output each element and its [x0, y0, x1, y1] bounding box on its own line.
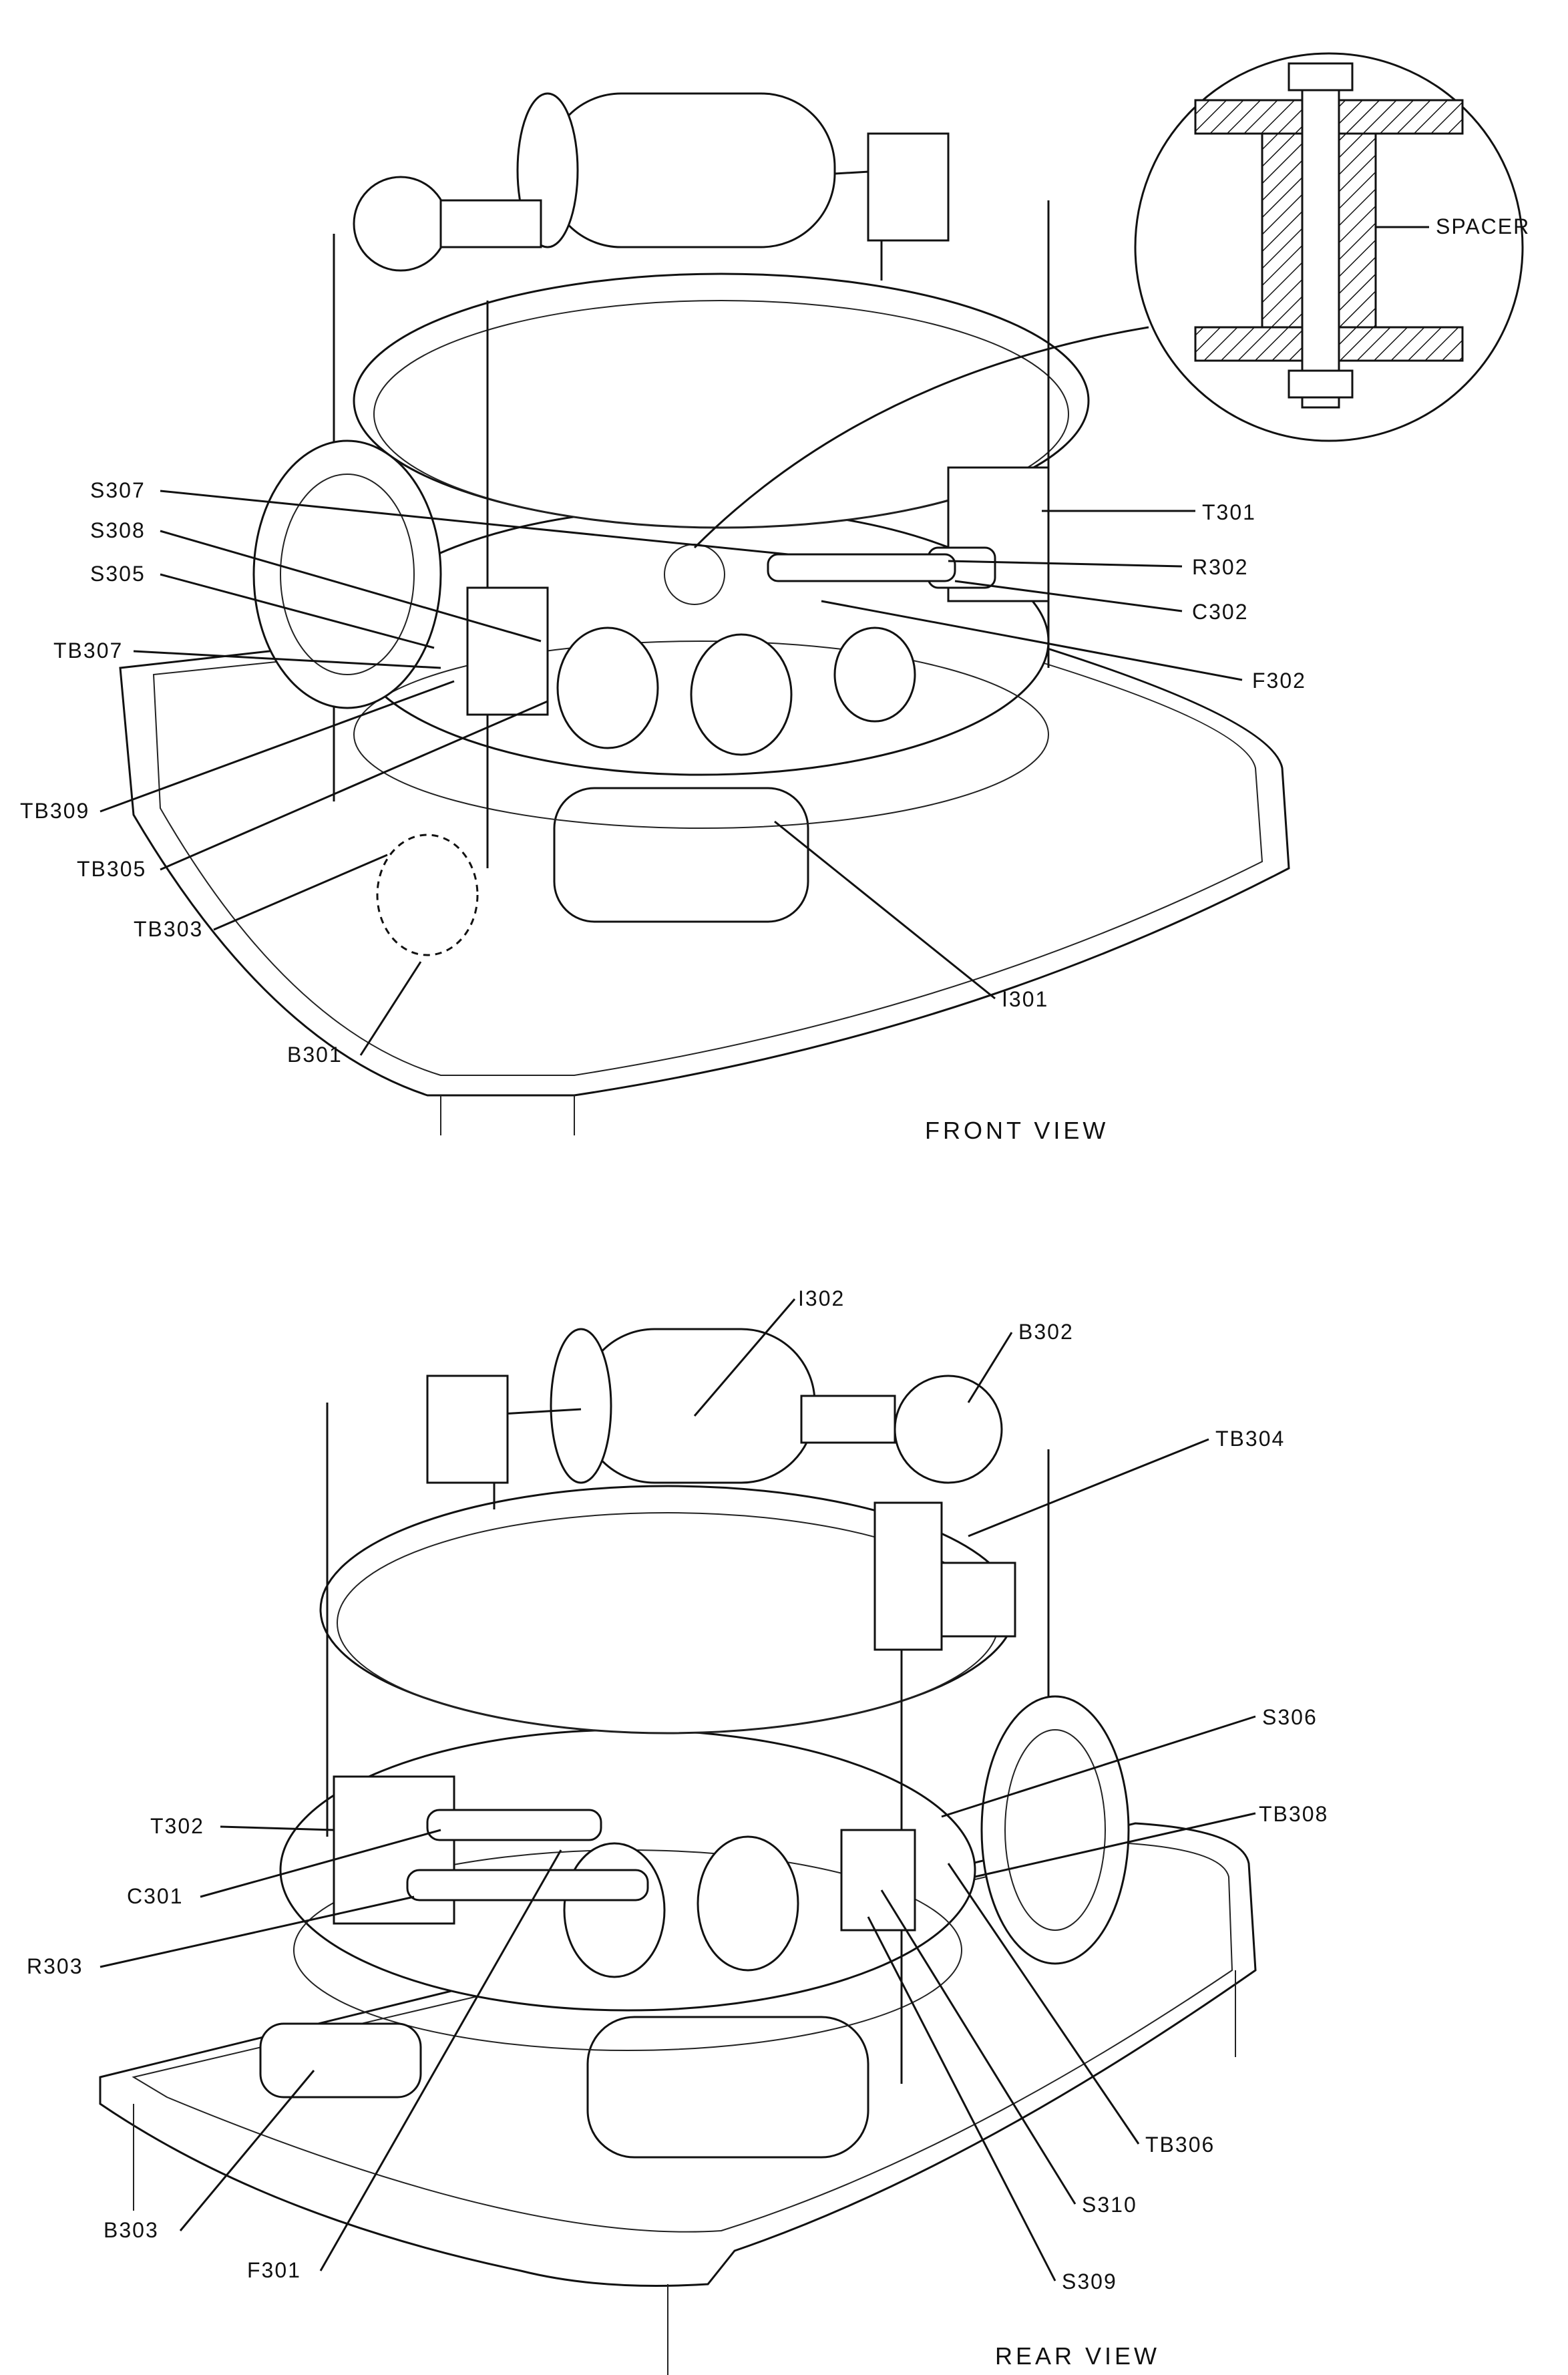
callout-label: TB308	[1259, 1802, 1328, 1826]
leader-line	[359, 961, 422, 1056]
callout-label: I301	[1002, 987, 1048, 1011]
callout-tb305: TB305	[77, 700, 548, 881]
leader-line	[948, 560, 1183, 568]
leader-line	[160, 573, 435, 649]
leader-line	[693, 1298, 796, 1417]
callout-label: S308	[90, 518, 146, 542]
rear-callouts-left: T302 C301 R303 B303 F301	[27, 1814, 562, 2282]
callout-label: C301	[127, 1884, 184, 1908]
spacer-detail-inset: SPACER	[664, 52, 1530, 605]
callout-b303: B303	[104, 2070, 315, 2242]
leader-line	[821, 600, 1243, 681]
callout-tb307: TB307	[53, 638, 441, 669]
callout-tb309: TB309	[20, 680, 455, 823]
rear-callouts-top: I302 B302 TB304	[693, 1286, 1285, 1537]
callout-s310: S310	[880, 1889, 1137, 2217]
leader-line	[947, 1863, 1140, 2145]
front-callouts-left: S307 S308 S305 TB307 TB309 TB305 TB303 B…	[20, 478, 789, 1067]
leader-line	[100, 680, 455, 813]
front-view-caption: FRONT VIEW	[925, 1117, 1109, 1144]
callout-label: B303	[104, 2218, 159, 2242]
callout-label: R303	[27, 1954, 83, 1978]
callout-tb306: TB306	[947, 1863, 1215, 2157]
callout-s309: S309	[867, 1916, 1117, 2294]
callout-label: B301	[287, 1043, 343, 1067]
rear-callouts-right: S306 TB308 TB306 S310 S309	[867, 1705, 1328, 2294]
leader-line	[319, 1849, 562, 2271]
leader-line	[100, 1895, 415, 1968]
callout-b302: B302	[967, 1320, 1074, 1403]
callout-label: S309	[1062, 2269, 1117, 2294]
callout-label: TB305	[77, 857, 146, 881]
callout-label: S306	[1262, 1705, 1318, 1729]
callout-f302: F302	[821, 600, 1306, 693]
leader-line	[160, 490, 789, 556]
leader-line	[160, 530, 542, 643]
callout-s306: S306	[941, 1705, 1318, 1818]
callout-label: TB303	[134, 917, 203, 941]
callout-b301: B301	[287, 961, 422, 1067]
leader-line	[213, 854, 388, 931]
callout-i302: I302	[693, 1286, 845, 1417]
leader-line	[954, 580, 1183, 612]
leader-line	[220, 1825, 335, 1831]
callout-i301: I301	[774, 820, 1048, 1011]
callout-s305: S305	[90, 562, 435, 649]
callout-label: TB304	[1215, 1427, 1285, 1451]
leader-line	[880, 1889, 1076, 2205]
callout-tb303: TB303	[134, 854, 388, 941]
leader-line	[968, 1438, 1209, 1537]
callout-tb308: TB308	[974, 1802, 1328, 1878]
callout-label: R302	[1192, 555, 1249, 579]
leader-line	[941, 1715, 1256, 1818]
leader-line	[200, 1829, 441, 1898]
callout-label: S305	[90, 562, 146, 586]
callout-r302: R302	[948, 555, 1249, 579]
callout-s307: S307	[90, 478, 789, 556]
callout-label: B302	[1018, 1320, 1074, 1344]
leader-line	[133, 650, 441, 669]
callout-label: TB309	[20, 799, 89, 823]
callout-label: F302	[1252, 669, 1306, 693]
callout-label: C302	[1192, 600, 1249, 624]
callout-c301: C301	[127, 1829, 441, 1908]
callout-tb304: TB304	[968, 1427, 1285, 1537]
rear-view-assembly	[99, 1328, 1257, 2375]
callout-label: S307	[90, 478, 146, 502]
callout-c302: C302	[954, 580, 1249, 624]
callout-t301: T301	[1042, 500, 1256, 524]
front-view-assembly	[119, 92, 1290, 1135]
front-callouts-right: T301 R302 C302 F302 I301	[774, 500, 1306, 1011]
leader-line	[160, 700, 548, 871]
callout-label: T301	[1202, 500, 1256, 524]
spacer-label: SPACER	[1436, 214, 1530, 238]
leader-line	[774, 820, 996, 1000]
rear-view-caption: REAR VIEW	[995, 2342, 1160, 2370]
callout-label: TB307	[53, 638, 123, 663]
callout-label: T302	[150, 1814, 204, 1838]
callout-f301: F301	[247, 1849, 562, 2282]
callout-t302: T302	[150, 1814, 335, 1838]
callout-r303: R303	[27, 1895, 415, 1978]
leader-line	[867, 1916, 1056, 2281]
callout-label: S310	[1082, 2193, 1137, 2217]
callout-s308: S308	[90, 518, 542, 643]
callout-label: TB306	[1145, 2133, 1215, 2157]
leader-line	[179, 2070, 315, 2231]
leader-line	[967, 1332, 1013, 1403]
leader-line	[974, 1812, 1256, 1878]
callout-label: I302	[798, 1286, 845, 1310]
callout-label: F301	[247, 2258, 301, 2282]
